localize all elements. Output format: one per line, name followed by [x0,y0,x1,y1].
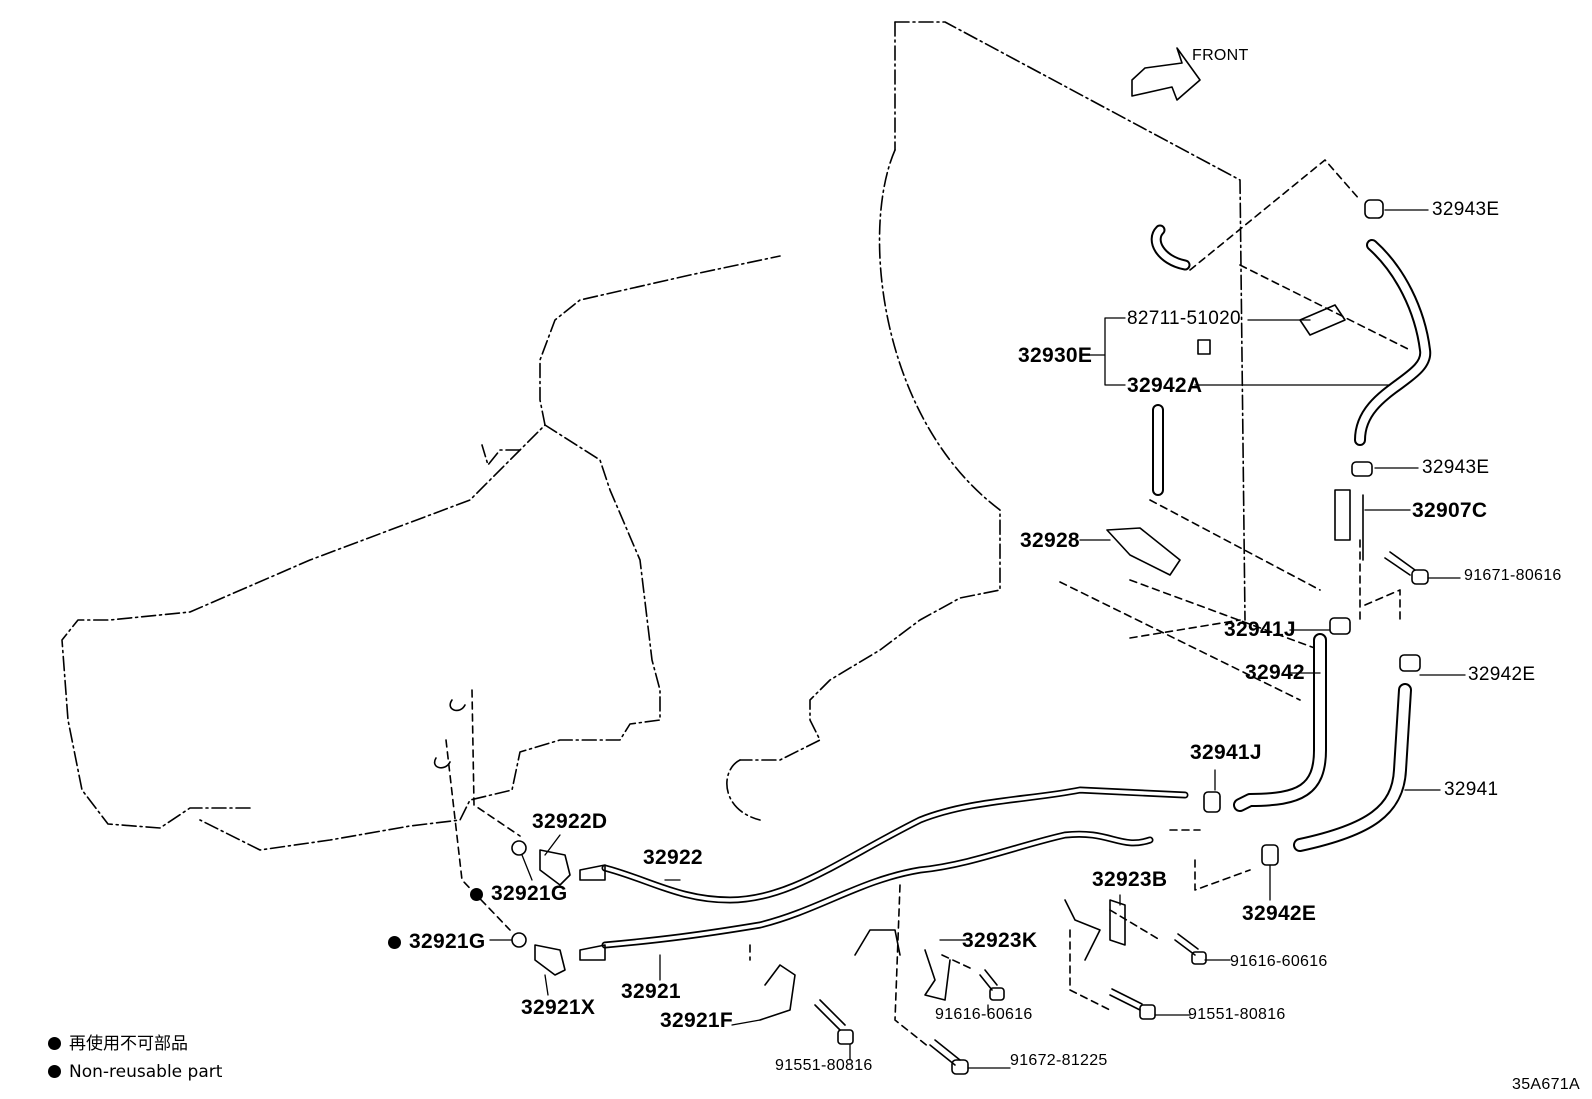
fittings [433,699,606,976]
transmission-outline [61,21,1246,851]
front-label: FRONT [1192,47,1249,64]
part-91672-81225: 91672-81225 [1010,1052,1108,1069]
legend-dot-icon [48,1065,61,1078]
part-32921F: 32921F [660,1009,734,1032]
leader-lines [489,209,1466,1069]
part-32943E-mid: 32943E [1422,457,1490,478]
part-32942E-right: 32942E [1468,664,1536,685]
part-32941J-top: 32941J [1224,618,1296,641]
part-91551-80816-left: 91551-80816 [775,1057,873,1074]
front-arrow-icon [1131,47,1201,101]
clamps [759,199,1421,1021]
bolts [814,551,1429,1075]
part-82711-51020: 82711-51020 [1127,308,1241,329]
part-32921X: 32921X [521,996,596,1019]
part-32921G-a: 32921G [470,883,568,904]
part-32921: 32921 [621,980,681,1003]
part-32923K: 32923K [962,929,1038,952]
legend-jp: 再使用不可部品 [48,1036,188,1053]
part-91616-60616-mid: 91616-60616 [935,1006,1033,1023]
part-32907C: 32907C [1412,499,1488,522]
part-32942: 32942 [1245,661,1305,684]
legend-en-text: Non-reusable part [69,1062,223,1082]
part-32921G-b-text: 32921G [409,930,486,953]
part-32921G-b: 32921G [388,931,486,952]
part-91551-80816-right: 91551-80816 [1188,1006,1286,1023]
part-32943E-top: 32943E [1432,199,1500,220]
part-32923B: 32923B [1092,868,1168,891]
part-32941: 32941 [1444,779,1499,800]
part-91616-60616-right: 91616-60616 [1230,953,1328,970]
part-91671-80616: 91671-80616 [1464,567,1562,584]
part-32928: 32928 [1020,529,1080,552]
part-32942E-low: 32942E [1242,902,1317,925]
part-32921G-a-text: 32921G [491,882,568,905]
part-32930E: 32930E [1018,344,1093,367]
non-reusable-dot-icon [470,888,483,901]
cooler-outline [445,159,1411,1049]
part-32942A: 32942A [1127,374,1203,397]
non-reusable-dot-icon [388,936,401,949]
part-32922: 32922 [643,846,703,869]
legend-en: Non-reusable part [48,1064,222,1081]
legend-jp-text: 再使用不可部品 [69,1034,188,1054]
legend-dot-icon [48,1037,61,1050]
drawing-code: 35A671A [1512,1076,1580,1093]
part-32941J-mid: 32941J [1190,741,1262,764]
part-32922D: 32922D [532,810,608,833]
